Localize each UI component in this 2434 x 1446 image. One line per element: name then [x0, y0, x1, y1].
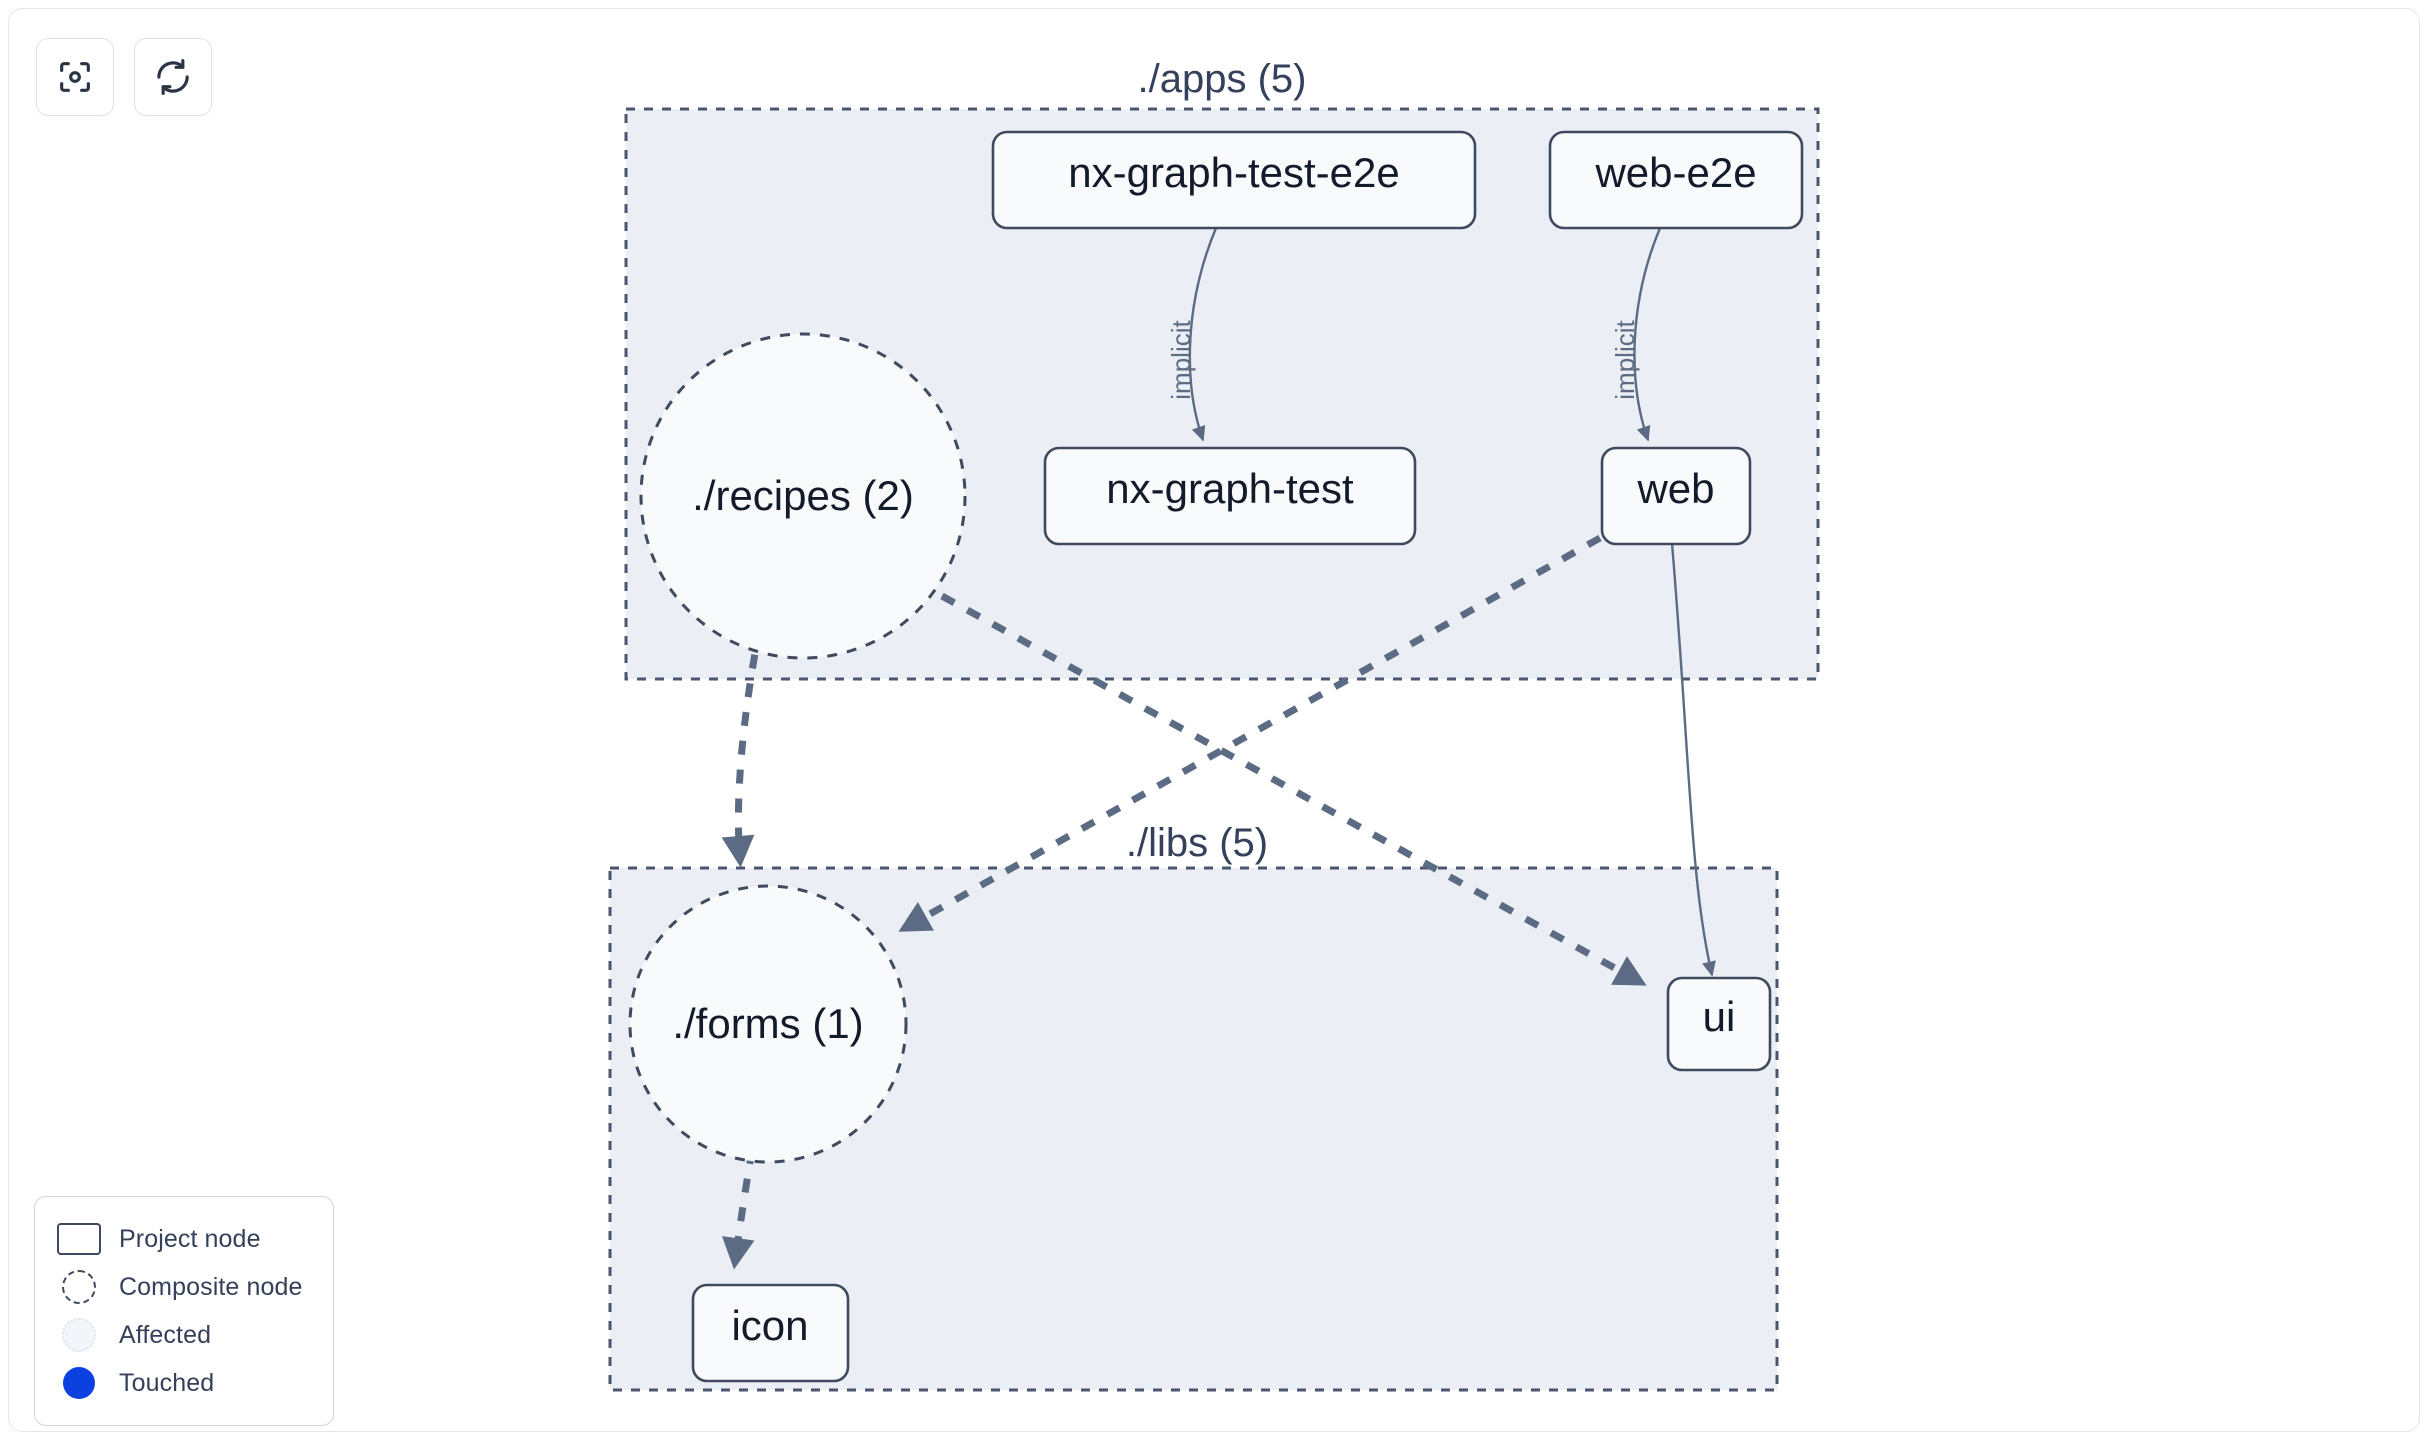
composite-node-label: ./recipes (2): [692, 472, 914, 519]
legend-label-composite-node: Composite node: [119, 1272, 303, 1301]
project-node-ui[interactable]: ui: [1666, 976, 1772, 1072]
project-node-shape[interactable]: [1548, 130, 1804, 230]
graph-legend: Project node Composite node Affected Tou…: [34, 1196, 334, 1426]
composite-node-label: ./forms (1): [672, 1000, 863, 1047]
project-node-label: icon: [731, 1302, 808, 1349]
edge-line: [721, 625, 764, 868]
edge-line: [722, 1149, 756, 1270]
legend-item-composite-node: Composite node: [57, 1263, 313, 1311]
edge-label-implicit: implicit: [1166, 320, 1196, 400]
refresh-graph-button[interactable]: [134, 38, 212, 116]
project-node-shape[interactable]: [1043, 446, 1417, 546]
edge-line: [1188, 227, 1218, 442]
project-node-label: ui: [1703, 993, 1736, 1040]
focus-graph-button[interactable]: [36, 38, 114, 116]
edge-web-to-ui[interactable]: [1670, 542, 1716, 977]
edge-recipes-to-forms[interactable]: [721, 625, 764, 868]
composite-node-shape[interactable]: [639, 332, 967, 660]
project-node-label: nx-graph-test-e2e: [1068, 149, 1400, 196]
project-node-label: web-e2e: [1594, 149, 1756, 196]
group-libs-label: ./libs (5): [1126, 821, 1268, 865]
legend-label-project-node: Project node: [119, 1224, 261, 1253]
project-node-swatch-icon: [57, 1221, 101, 1257]
project-node-shape[interactable]: [991, 130, 1477, 230]
touched-swatch-icon: [57, 1365, 101, 1401]
project-node-shape[interactable]: [1666, 976, 1772, 1072]
graph-nodes: ./recipes (2) nx-graph-test-e2e web-e2e …: [628, 130, 1804, 1383]
project-node-nx-graph-test-e2e[interactable]: nx-graph-test-e2e: [991, 130, 1477, 230]
group-apps-label: ./apps (5): [1138, 57, 1307, 101]
legend-item-project-node: Project node: [57, 1215, 313, 1263]
project-node-label: web: [1636, 465, 1714, 512]
project-node-web-e2e[interactable]: web-e2e: [1548, 130, 1804, 230]
viewfinder-focus-icon: [55, 57, 95, 97]
project-node-nx-graph-test[interactable]: nx-graph-test: [1043, 446, 1417, 546]
edge-forms-to-icon[interactable]: [722, 1149, 756, 1270]
composite-node-swatch-icon: [57, 1269, 101, 1305]
legend-label-touched: Touched: [119, 1368, 215, 1397]
project-node-shape[interactable]: [1600, 446, 1752, 546]
edge-line: [1633, 227, 1662, 442]
legend-item-touched: Touched: [57, 1359, 313, 1407]
graph-toolbar: [36, 38, 212, 116]
composite-node-recipes[interactable]: ./recipes (2): [639, 332, 967, 660]
affected-swatch-icon: [57, 1317, 101, 1353]
edge-web-e2e-to-web[interactable]: implicit: [1610, 227, 1662, 442]
project-node-shape[interactable]: [691, 1283, 850, 1383]
composite-node-shape[interactable]: [628, 884, 908, 1164]
graph-edges: implicit implicit: [721, 227, 1716, 1270]
edge-label-implicit: implicit: [1610, 320, 1640, 400]
composite-node-forms[interactable]: ./forms (1): [628, 884, 908, 1164]
legend-label-affected: Affected: [119, 1320, 212, 1349]
edge-line: [1670, 542, 1716, 977]
project-node-icon[interactable]: icon: [691, 1283, 850, 1383]
legend-item-affected: Affected: [57, 1311, 313, 1359]
project-node-label: nx-graph-test: [1106, 465, 1354, 512]
refresh-icon: [153, 57, 193, 97]
edge-nx-graph-test-e2e-to-nx-graph-test[interactable]: implicit: [1166, 227, 1218, 442]
project-node-web[interactable]: web: [1600, 446, 1752, 546]
